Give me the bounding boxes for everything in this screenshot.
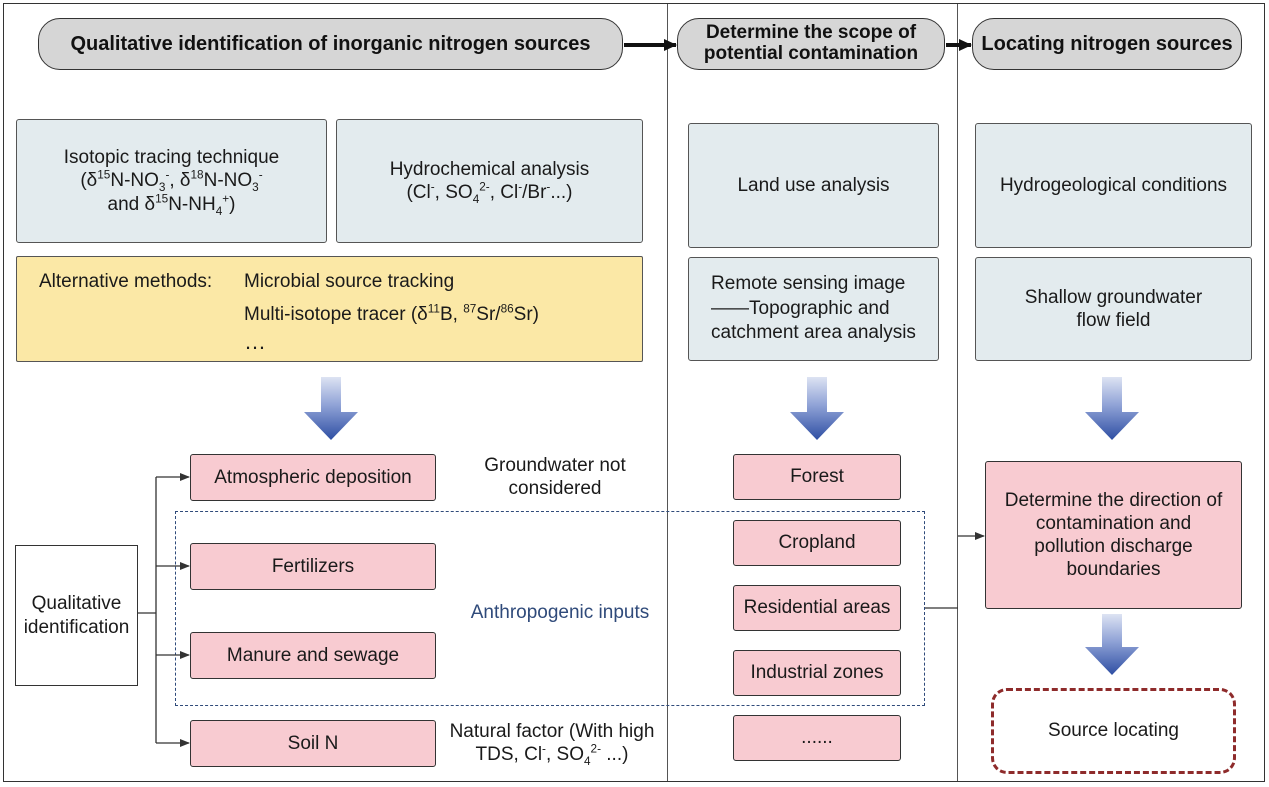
source-locating-box: Source locating [991,688,1236,774]
alternative-method-multi-isotope: Multi-isotope tracer (δ11B, 87Sr/86Sr) [244,302,539,325]
outer-frame [3,3,1265,782]
hydrogeological-label: Hydrogeological conditions [999,174,1228,196]
contamination-direction-box: Determine the direction of contamination… [985,461,1242,609]
qualitative-identification-box: Qualitative identification [15,545,138,686]
land-type-residential: Residential areas [733,585,901,631]
stage-title-line1: Determine the scope of [705,22,917,44]
hydrochemical-analysis-box: Hydrochemical analysis (Cl-, SO42-, Cl-/… [336,119,643,243]
down-arrow-col3 [1085,377,1139,440]
stage-title: Locating nitrogen sources [981,33,1233,55]
anthropogenic-inputs-region [175,511,925,706]
isotopic-formula-line3: and δ15N-NH4+) [107,192,236,218]
column-divider-1 [667,4,668,781]
hydrochemical-title: Hydrochemical analysis [389,158,590,180]
land-use-label: Land use analysis [737,174,890,196]
source-manure-sewage: Manure and sewage [190,632,436,679]
source-atmospheric-deposition: Atmospheric deposition [190,454,436,501]
stage-title: Qualitative identification of inorganic … [70,33,591,55]
isotopic-tracing-box: Isotopic tracing technique (δ15N-NO3-, δ… [16,119,327,243]
alternative-method-ellipsis: … [244,329,266,354]
source-fertilizers: Fertilizers [190,543,436,590]
flow-field-box: Shallow groundwater flow field [975,257,1252,361]
alternative-methods-box: Alternative methods: Microbial source tr… [16,256,643,362]
flow-field-line1: Shallow groundwater [1024,286,1203,308]
anthropogenic-inputs-label: Anthropogenic inputs [470,602,650,623]
land-type-industrial: Industrial zones [733,650,901,696]
source-soil-n: Soil N [190,720,436,767]
stage-title-line2: potential contamination [703,43,919,64]
down-arrow-col3-lower [1085,614,1139,675]
land-use-analysis-box: Land use analysis [688,123,939,248]
down-arrow-col2 [790,377,844,440]
hydrogeological-conditions-box: Hydrogeological conditions [975,123,1252,248]
alternative-method-microbial: Microbial source tracking [244,271,455,292]
alternative-methods-label: Alternative methods: [39,271,213,292]
column-divider-2 [957,4,958,781]
remote-sensing-line3: catchment area analysis [711,322,916,344]
note-groundwater-not-considered: Groundwater not considered [484,455,626,499]
remote-sensing-box: Remote sensing image ——Topographic and c… [688,257,939,361]
hydrochemical-formula: (Cl-, SO42-, Cl-/Br-...) [406,180,573,206]
remote-sensing-line2: ——Topographic and [711,297,890,319]
land-type-cropland: Cropland [733,520,901,566]
isotopic-formula-line2: (δ15N-NO3-, δ18N-NO3- [80,169,263,195]
isotopic-title: Isotopic tracing technique [63,147,280,169]
stage-pill-qualitative: Qualitative identification of inorganic … [38,18,623,70]
land-type-forest: Forest [733,454,901,500]
land-type-more: ...... [733,715,901,761]
qualitative-line2: identification [23,616,130,638]
stage-pill-scope: Determine the scope of potential contami… [677,18,945,70]
down-arrow-col1 [304,377,358,440]
qualitative-line1: Qualitative [31,593,122,615]
flow-field-line2: flow field [1076,310,1151,331]
note-natural-factor: Natural factor (With high TDS, Cl-, SO42… [449,721,655,768]
remote-sensing-line1: Remote sensing image [711,272,906,294]
stage-pill-locating: Locating nitrogen sources [972,18,1242,70]
